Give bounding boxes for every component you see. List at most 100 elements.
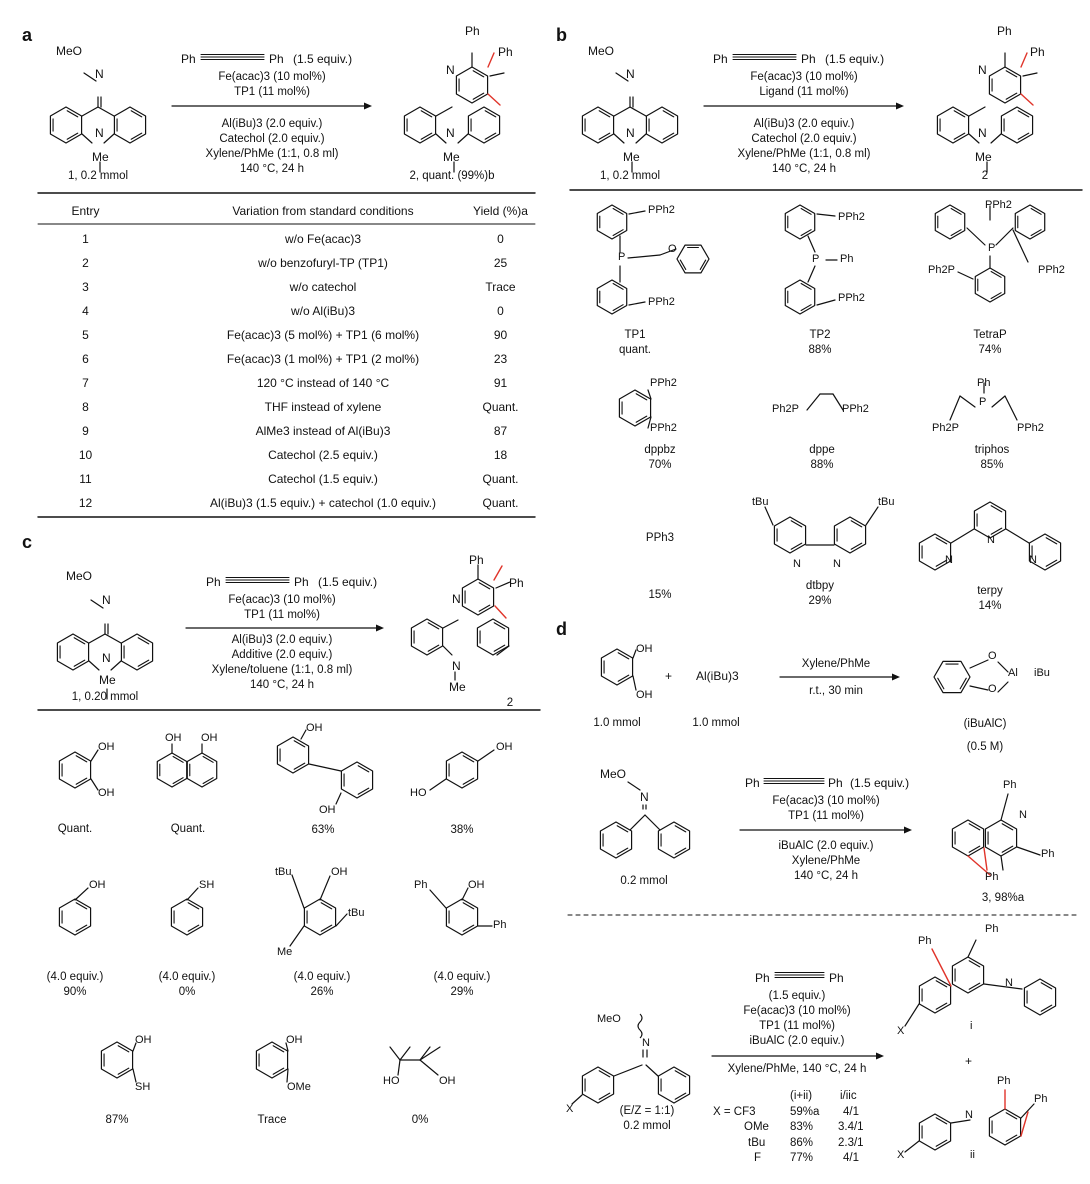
ligand-yield: quant. <box>619 344 651 356</box>
bond <box>632 649 637 659</box>
double-bond <box>1030 229 1042 237</box>
benzene-ring <box>657 821 691 859</box>
bond <box>397 1059 401 1076</box>
c-prod-n: N <box>452 592 461 606</box>
bond <box>110 660 122 671</box>
d-biualc-o2: O <box>988 683 997 695</box>
double-bond <box>612 229 624 237</box>
bond <box>103 133 115 144</box>
d3-alkyne-equiv: (1.5 equiv.) <box>768 990 826 1002</box>
a-alkyne-equiv: (1.5 equiv.) <box>293 52 353 66</box>
d2-prod-n: N <box>1019 809 1027 821</box>
bond <box>613 106 631 117</box>
double-bond <box>617 674 630 682</box>
benzene-ring <box>255 1041 289 1079</box>
bond <box>1004 395 1018 421</box>
double-bond <box>293 740 306 748</box>
b-catechol: Catechol (2.0 equiv.) <box>751 133 857 145</box>
double-bond <box>790 520 803 528</box>
double-bond <box>137 637 150 645</box>
panel-d-letter: d <box>556 619 567 639</box>
d2-n: N <box>640 790 649 804</box>
ligand-label: terpy <box>977 585 1003 597</box>
bond <box>97 106 115 117</box>
b-meo-label: MeO <box>588 44 615 58</box>
tetrap-pph2-top: PPh2 <box>985 199 1012 211</box>
double-bond <box>612 207 624 215</box>
a-ligand-tp1: TP1 (11 mol%) <box>234 86 310 98</box>
b-prod-n: N <box>978 63 987 77</box>
c-prod-me: Me <box>449 680 466 694</box>
n-o-bond <box>90 599 104 609</box>
d-biualc-label: (iBuAlC) <box>963 718 1007 730</box>
bond <box>865 506 879 526</box>
d3-prod-ii-ph1: Ph <box>997 1075 1011 1087</box>
pyridine-ring <box>455 66 489 104</box>
d2-alkyne-equiv: (1.5 equiv.) <box>850 776 910 790</box>
bond <box>628 301 646 306</box>
cell-yield: 18 <box>493 448 508 462</box>
bond <box>997 681 1009 693</box>
cell-yield: 0 <box>497 232 504 246</box>
biaryl-bond <box>308 763 342 772</box>
d3-ratio: 2.3/1 <box>838 1136 864 1149</box>
double-bond <box>272 1067 285 1075</box>
cell-variation: Fe(acac)3 (1 mol%) + TP1 (2 mol%) <box>226 352 420 366</box>
biphenol-oh2: OH <box>319 804 336 816</box>
n-o-bond <box>83 72 97 82</box>
double-bond <box>1040 982 1053 990</box>
bond <box>461 887 469 901</box>
b-solvent: Xylene/PhMe (1:1, 0.8 ml) <box>737 148 871 160</box>
additive-equiv: (4.0 equiv.) <box>293 971 351 983</box>
ligand-label: PPh3 <box>645 532 675 544</box>
double-bond <box>357 765 370 773</box>
b-prod-acr-n: N <box>978 126 987 140</box>
double-bond <box>202 777 214 785</box>
cell-variation: w/o Fe(acac)3 <box>284 232 362 246</box>
benzene-ring <box>113 106 147 144</box>
double-bond <box>679 259 687 271</box>
cell-entry: 7 <box>82 376 89 390</box>
ligand-yield: 88% <box>810 459 834 471</box>
bond <box>457 133 469 144</box>
cell-yield: 23 <box>493 352 508 366</box>
bond <box>104 633 122 644</box>
double-bond <box>478 582 491 590</box>
additive-yield: 63% <box>311 824 335 836</box>
c-oxime-n: N <box>102 593 111 607</box>
bond <box>613 133 625 144</box>
bond <box>300 729 307 740</box>
double-bond <box>968 845 981 853</box>
ligand-yield: 70% <box>648 459 672 471</box>
d3-prod-ii-n: N <box>965 1109 973 1121</box>
ligand-label: dppe <box>809 444 835 456</box>
double-bond <box>790 542 803 550</box>
benzene-ring <box>784 204 816 240</box>
double-bond <box>1045 537 1058 545</box>
bond <box>904 1003 920 1027</box>
c-alkyne-ph2: Ph <box>294 575 309 589</box>
benzene-ring <box>49 106 83 144</box>
b-acridine-n: N <box>626 126 635 140</box>
d3-prod-i-label: i <box>970 1020 973 1032</box>
double-bond <box>617 652 630 660</box>
bond <box>496 645 510 656</box>
a-prod-acr-n: N <box>446 126 455 140</box>
d3-ratio: 3.4/1 <box>838 1121 864 1133</box>
ligand-label: TetraP <box>973 329 1007 341</box>
a-aluminum: Al(iBu)3 (2.0 equiv.) <box>221 118 323 130</box>
double-bond <box>950 229 962 237</box>
dpp-ph1: Ph <box>414 879 428 891</box>
c-alkyne-ph1: Ph <box>206 575 221 589</box>
ligand-label: dppbz <box>644 444 676 456</box>
b-temp: 140 °C, 24 h <box>771 163 837 175</box>
d3-meo: MeO <box>597 1013 621 1025</box>
d-al-amount: 1.0 mmol <box>692 717 740 729</box>
double-bond <box>66 110 79 118</box>
double-bond <box>598 132 611 140</box>
additive-yield: 90% <box>63 986 87 998</box>
a-meo-label: MeO <box>56 44 83 58</box>
double-bond <box>493 622 506 630</box>
